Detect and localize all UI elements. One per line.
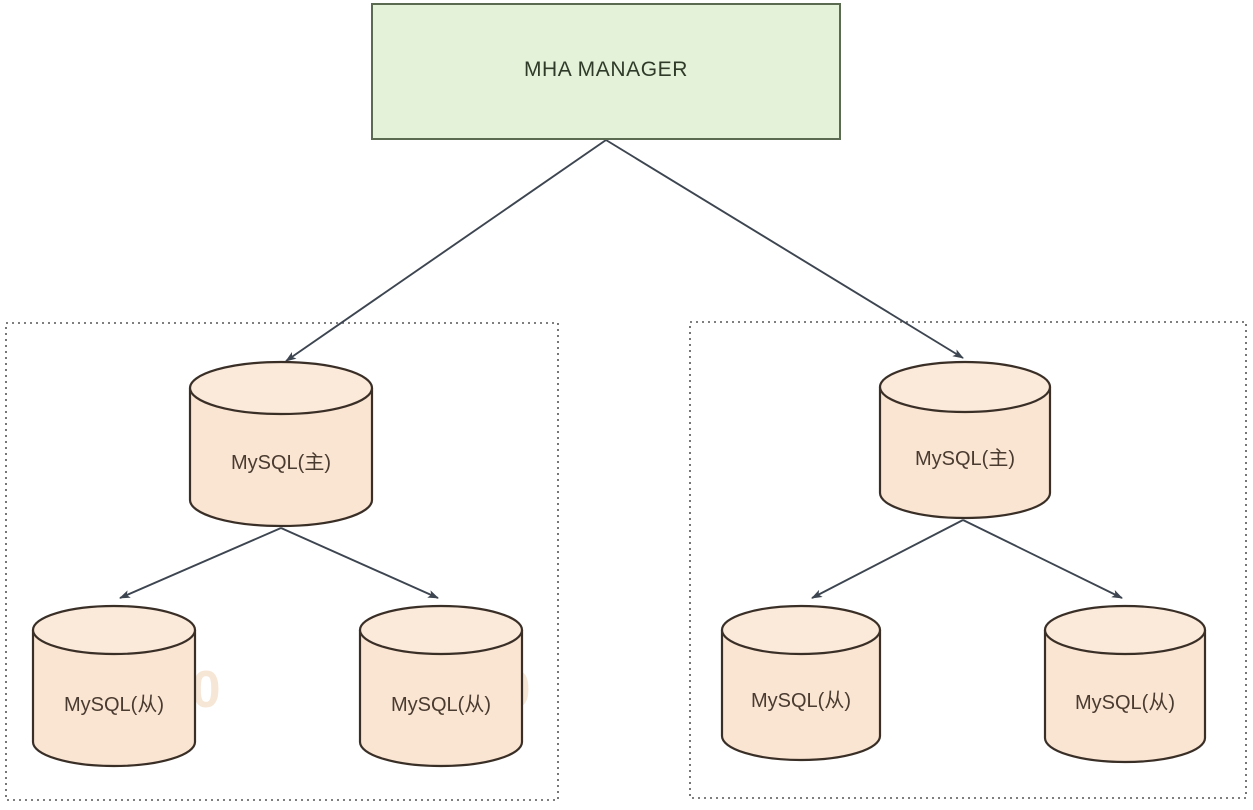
cylinder-right-slave-2[interactable] xyxy=(1043,604,1207,764)
cylinder-body xyxy=(878,385,1052,520)
cylinder-top xyxy=(878,360,1052,414)
cylinder-left-master[interactable] xyxy=(188,360,374,528)
cylinder-top xyxy=(1043,604,1207,656)
group-containers xyxy=(5,321,1247,801)
mha-manager-rect[interactable] xyxy=(371,3,841,140)
cylinder-top xyxy=(720,604,882,656)
cylinder-top xyxy=(358,604,524,656)
connection-arrow-5 xyxy=(811,519,964,599)
database-cylinders xyxy=(31,360,1207,768)
cylinder-left-slave-2[interactable] xyxy=(358,604,524,768)
cylinder-top xyxy=(188,360,374,416)
connection-arrow-6 xyxy=(962,519,1123,599)
cylinder-body xyxy=(1043,628,1207,764)
cylinder-left-slave-1[interactable] xyxy=(31,604,197,768)
cylinder-body xyxy=(720,628,882,762)
cylinder-top xyxy=(31,604,197,656)
connection-arrow-3 xyxy=(119,527,282,599)
group-left xyxy=(5,322,559,801)
connection-arrow-1 xyxy=(285,139,607,362)
connection-arrow-2 xyxy=(605,139,964,359)
connection-arrows xyxy=(119,139,1123,599)
cylinder-body xyxy=(31,628,197,768)
connection-arrow-4 xyxy=(280,527,439,599)
cylinder-right-master[interactable] xyxy=(878,360,1052,520)
cylinder-right-slave-1[interactable] xyxy=(720,604,882,762)
group-right xyxy=(689,321,1247,799)
mha-manager-box[interactable] xyxy=(371,3,841,140)
cylinder-body xyxy=(358,628,524,768)
cylinder-body xyxy=(188,386,374,528)
